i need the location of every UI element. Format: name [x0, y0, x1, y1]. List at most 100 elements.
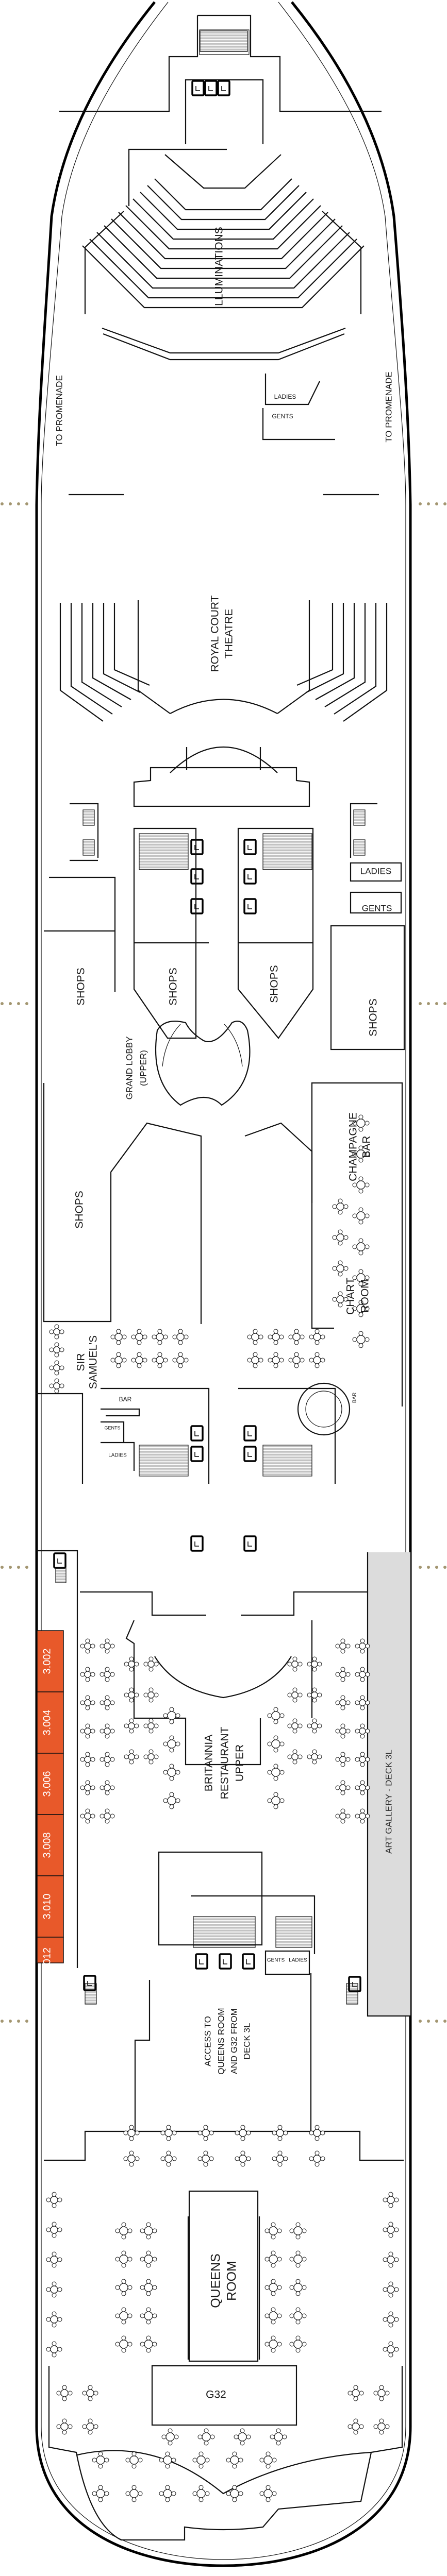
- cabin-3.002[interactable]: 3.002: [37, 1630, 64, 1692]
- table-top: [167, 1711, 176, 1720]
- table-top: [147, 1660, 155, 1668]
- to-promenade-right-label[interactable]: TO PROMENADE: [384, 371, 393, 443]
- chair: [163, 1770, 168, 1775]
- table-icon: [192, 2485, 210, 2502]
- chair: [85, 1808, 90, 1814]
- table-top: [230, 2489, 239, 2498]
- chair: [134, 1662, 139, 1667]
- table-icon: [46, 2341, 62, 2358]
- chair: [335, 1814, 340, 1819]
- chair: [172, 1334, 177, 1340]
- table-icon: [92, 2485, 109, 2502]
- chair: [143, 1692, 148, 1698]
- chair: [121, 2319, 126, 2325]
- chair: [52, 2251, 57, 2257]
- elevator-glyph: [247, 904, 252, 909]
- chair: [172, 1358, 177, 1363]
- table-icon: [264, 2307, 282, 2325]
- divider-dot: [443, 1002, 446, 1005]
- chair: [52, 2341, 57, 2346]
- cabin-3.008[interactable]: 3.008: [37, 1814, 64, 1876]
- chair: [116, 1340, 121, 1345]
- elevator-icon: [243, 839, 257, 855]
- chair: [338, 1241, 343, 1246]
- table-top: [293, 2340, 303, 2349]
- chair: [169, 1776, 174, 1781]
- chair: [100, 1728, 105, 1734]
- britannia-walls: [37, 1550, 404, 2541]
- chair: [292, 1698, 297, 1703]
- chair: [131, 1358, 136, 1363]
- table-icon: [287, 1656, 303, 1672]
- chair: [295, 2335, 301, 2341]
- table-top: [84, 1756, 91, 1763]
- chair: [373, 2391, 378, 2396]
- chair: [314, 1340, 320, 1345]
- gents-restroom-label: GENTS: [267, 1958, 285, 1963]
- chair: [264, 2257, 270, 2262]
- chair: [314, 2125, 320, 2130]
- chair: [105, 1752, 110, 1757]
- seating-row: [133, 198, 314, 240]
- chair: [157, 1363, 162, 1368]
- chair: [295, 2307, 301, 2312]
- chair: [264, 2313, 270, 2318]
- chair: [360, 1808, 365, 1814]
- chair: [332, 1204, 337, 1209]
- table-top: [167, 1739, 176, 1749]
- table-icon: [80, 1808, 95, 1824]
- stairs-icon: [82, 809, 95, 826]
- table-icon: [289, 2307, 307, 2325]
- stairs-icon: [200, 30, 248, 52]
- chair: [355, 1785, 360, 1790]
- chair: [62, 2396, 67, 2401]
- table-top: [359, 1671, 366, 1678]
- art-gallery-label: ART GALLERY - DECK 3L: [384, 1750, 393, 1854]
- chair: [385, 2391, 390, 2396]
- cabin-3.006[interactable]: 3.006: [37, 1753, 64, 1815]
- chair: [124, 1692, 129, 1698]
- chair: [353, 2396, 358, 2401]
- table-icon: [335, 1752, 351, 1767]
- illuminations-seating: [69, 148, 379, 496]
- divider-dot: [419, 1566, 422, 1569]
- table-top: [128, 1722, 135, 1730]
- chair: [240, 2162, 245, 2167]
- table-icon: [309, 2125, 325, 2141]
- table-icon: [373, 2418, 390, 2435]
- table-top: [104, 1812, 111, 1820]
- chair: [163, 1713, 168, 1718]
- table-top: [50, 2196, 58, 2204]
- chair: [267, 1798, 272, 1803]
- chair: [253, 1363, 258, 1368]
- table-icon: [247, 1352, 263, 1368]
- cabin-3.010[interactable]: 3.010: [37, 1875, 64, 1938]
- chair: [131, 2451, 137, 2456]
- chair: [110, 1814, 115, 1819]
- chair: [266, 2464, 271, 2469]
- table-top: [339, 1671, 346, 1678]
- table-icon: [272, 2125, 288, 2141]
- chair: [148, 1728, 154, 1734]
- table-top: [387, 2345, 395, 2353]
- chair: [166, 2150, 171, 2156]
- chair: [85, 1752, 90, 1757]
- theatre-tier: [70, 603, 377, 715]
- divider-dot: [9, 1566, 12, 1569]
- chair: [54, 1370, 59, 1376]
- cabin-3.004[interactable]: 3.004: [37, 1691, 64, 1754]
- cabin-3.012[interactable]: 3.012: [37, 1937, 64, 1973]
- stairs-icon: [262, 1445, 312, 1477]
- chair: [258, 1358, 263, 1363]
- chair: [146, 2335, 151, 2341]
- chair: [253, 1340, 258, 1345]
- chair: [347, 2391, 353, 2396]
- table-icon: [163, 1707, 180, 1724]
- elevator-glyph: [247, 1452, 252, 1457]
- to-promenade-left-label[interactable]: TO PROMENADE: [54, 375, 64, 446]
- chair: [332, 1235, 337, 1240]
- chair: [314, 2150, 320, 2156]
- chair: [163, 1358, 168, 1363]
- britannia-label-line2: RESTAURANT: [219, 1726, 231, 1799]
- chair: [277, 2285, 282, 2290]
